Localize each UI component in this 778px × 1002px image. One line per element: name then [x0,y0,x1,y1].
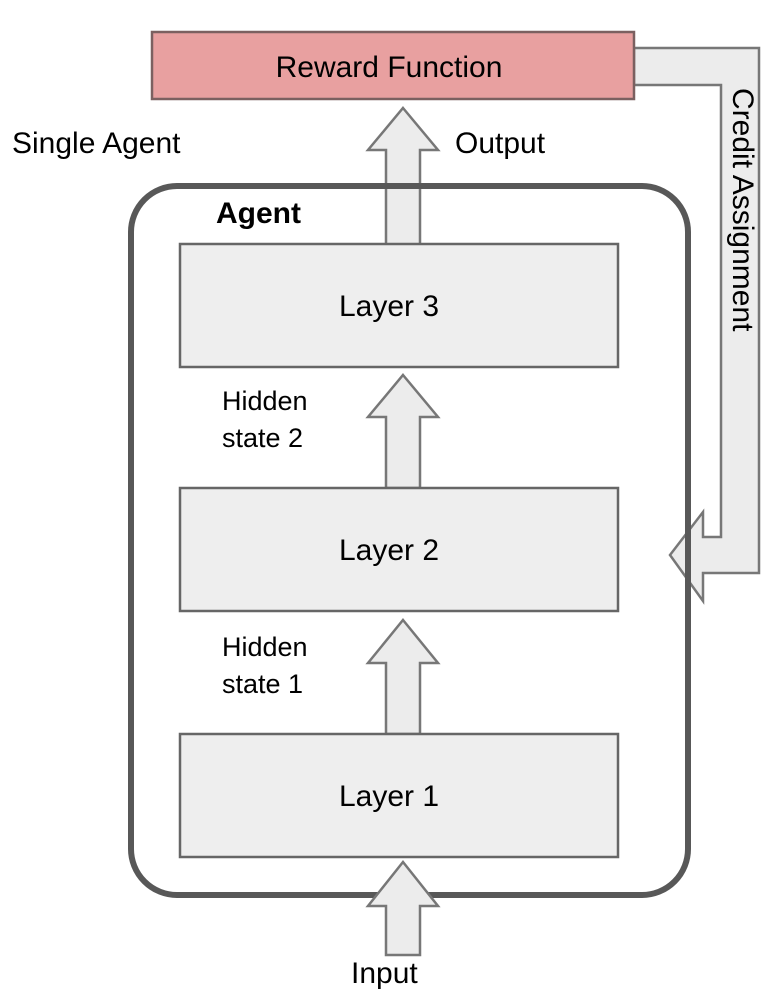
hidden-state-2-label-line2: state 2 [222,423,304,453]
input-label: Input [351,957,418,990]
layer-2-label: Layer 2 [338,534,440,567]
reward-function-label: Reward Function [275,51,503,84]
layer-1-box [178,732,620,859]
hidden-state-1-label-line1: Hidden [222,632,308,662]
agent-label: Agent [216,197,301,230]
output-arrow [365,106,441,252]
hidden-state-2-arrow [365,373,441,490]
input-arrow [365,859,441,957]
layer-3-box [178,242,620,369]
reward-function-box [150,30,636,101]
layer-1-label: Layer 1 [338,780,440,813]
layer-2-box [178,486,620,613]
hidden-state-1-arrow [365,618,441,736]
single-agent-title: Single Agent [12,127,181,160]
hidden-state-2-label-line1: Hidden [222,386,308,416]
layer-3-label: Layer 3 [338,290,440,323]
output-label: Output [455,127,546,160]
hidden-state-1-label-line2: state 1 [222,669,304,699]
